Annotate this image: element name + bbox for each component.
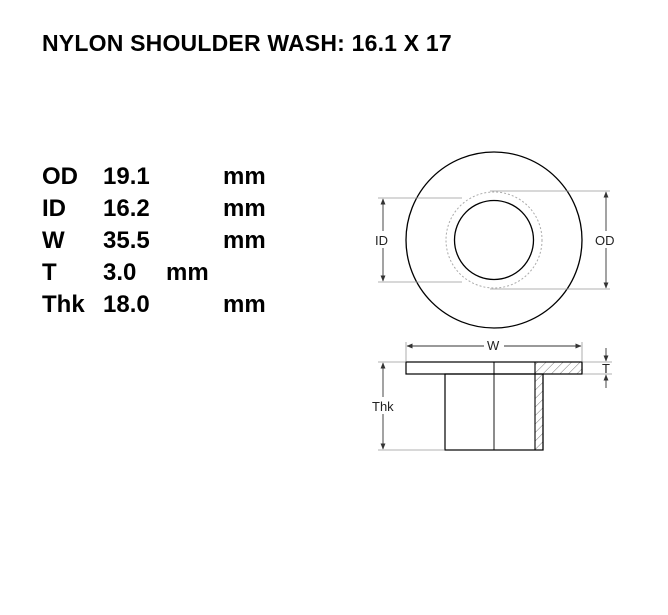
spec-value: 35.5 <box>103 227 150 254</box>
spec-value: 19.1 <box>103 163 150 190</box>
id-dimension-label: ID <box>375 233 388 248</box>
spec-value: 16.2 <box>103 195 150 222</box>
section-hatch <box>534 361 583 451</box>
spec-value: 3.0 <box>103 259 137 286</box>
spec-unit: mm <box>166 259 209 286</box>
bore-circle <box>453 199 535 281</box>
spec-unit: mm <box>223 195 266 222</box>
side-view: W T Thk <box>370 336 612 451</box>
w-dimension-label: W <box>487 338 500 353</box>
spec-label: ID <box>42 195 66 222</box>
spec-unit: mm <box>223 163 266 190</box>
page-title: NYLON SHOULDER WASH: 16.1 X 17 <box>42 30 452 56</box>
spec-unit: mm <box>223 291 266 318</box>
spec-unit: mm <box>223 227 266 254</box>
thk-dimension-label: Thk <box>372 399 394 414</box>
shoulder-circle <box>445 191 543 289</box>
t-dimension-label: T <box>602 361 610 376</box>
spec-label: W <box>42 227 65 254</box>
spec-label: Thk <box>42 291 85 318</box>
spec-value: 18.0 <box>103 291 150 318</box>
outer-flange-circle <box>405 151 583 329</box>
spec-label: OD <box>42 163 78 190</box>
od-dimension-label: OD <box>595 233 615 248</box>
spec-label: T <box>42 259 57 286</box>
top-view: ID OD <box>372 151 622 329</box>
